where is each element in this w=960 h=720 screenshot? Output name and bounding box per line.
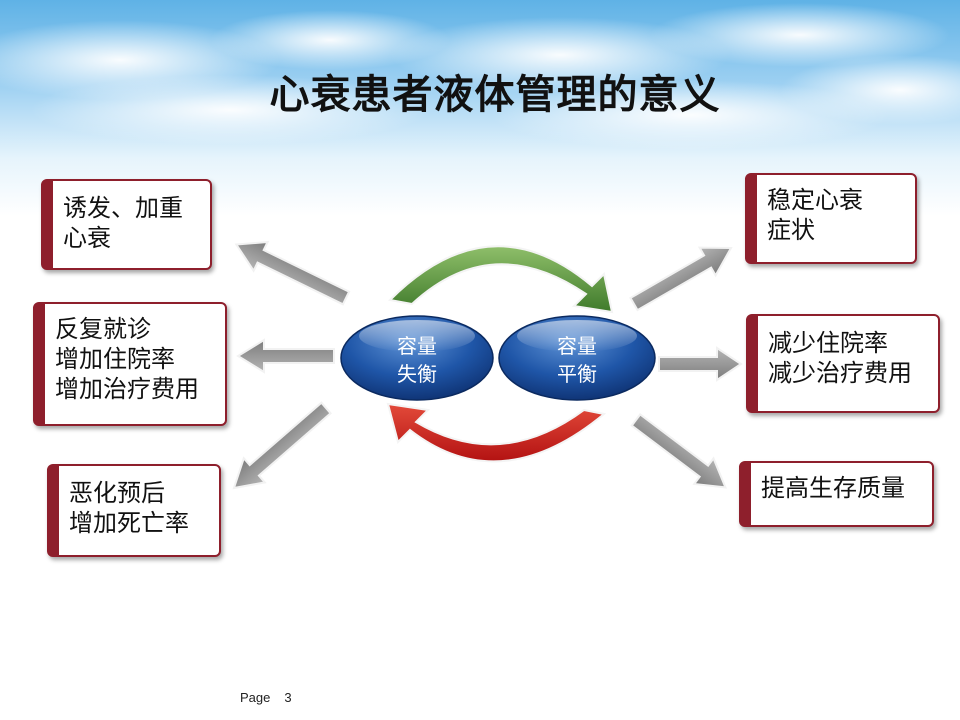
page-label: Page — [240, 690, 271, 705]
arrow-to-right-top — [629, 246, 733, 312]
outcome-box-left-1: 诱发、加重 心衰 — [41, 179, 212, 270]
red-cycle-arrow — [386, 402, 607, 463]
box-text-line: 恶化预后 — [69, 479, 165, 507]
imbalance-oval-line2: 失衡 — [397, 362, 437, 386]
balance-oval-line1: 容量 — [557, 334, 597, 358]
box-text-line: 诱发、加重 — [63, 194, 183, 222]
arrow-to-left-bottom — [232, 401, 333, 490]
imbalance-oval-line1: 容量 — [397, 334, 437, 358]
slide-title: 心衰患者液体管理的意义 — [269, 72, 721, 118]
box-text-line: 心衰 — [63, 224, 111, 252]
balance-oval-line2: 平衡 — [557, 362, 597, 386]
box-text-line: 稳定心衰 — [767, 186, 863, 214]
green-cycle-arrow — [387, 245, 614, 314]
arrow-to-left-top — [234, 240, 351, 306]
outcome-box-right-1: 稳定心衰 症状 — [745, 173, 917, 264]
outcome-box-left-3: 恶化预后 增加死亡率 — [47, 464, 221, 557]
box-text-line: 减少住院率 — [768, 329, 888, 357]
arrow-to-right-middle — [658, 346, 743, 382]
arrow-to-left-middle — [236, 338, 335, 374]
imbalance-oval — [340, 315, 494, 401]
box-text-line: 症状 — [767, 216, 815, 244]
box-text-line: 增加住院率 — [55, 345, 175, 373]
outcome-box-left-2: 反复就诊 增加住院率 增加治疗费用 — [33, 302, 227, 426]
outcome-box-right-3: 提高生存质量 — [739, 461, 934, 527]
box-text-line: 反复就诊 — [55, 315, 151, 343]
box-text-line: 减少治疗费用 — [768, 359, 912, 387]
arrow-to-right-bottom — [630, 413, 728, 489]
balance-oval — [498, 315, 656, 401]
page-number: 3 — [284, 690, 292, 705]
box-text-line: 提高生存质量 — [761, 474, 905, 502]
box-text-line: 增加死亡率 — [69, 509, 189, 537]
page-footer: Page 3 — [240, 690, 292, 705]
box-text-line: 增加治疗费用 — [55, 375, 199, 403]
outcome-box-right-2: 减少住院率 减少治疗费用 — [746, 314, 940, 413]
